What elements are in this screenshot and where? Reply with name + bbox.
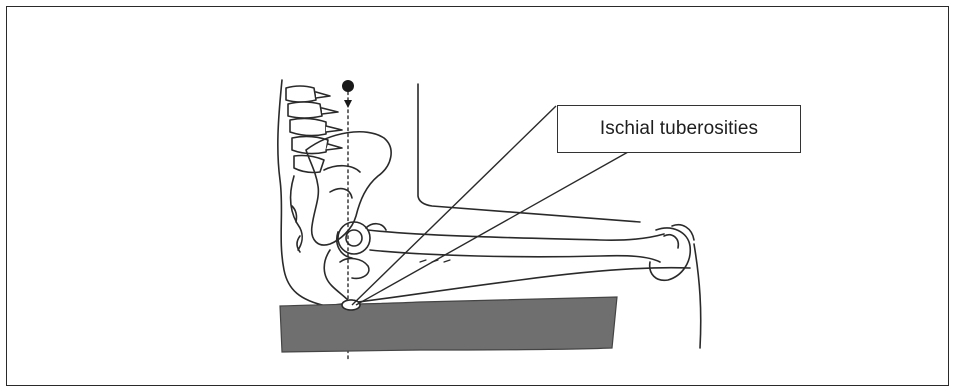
hip-joint bbox=[337, 222, 370, 258]
callout-box: Ischial tuberosities bbox=[557, 105, 801, 153]
lower-leg-outline bbox=[694, 244, 701, 348]
seat-cushion bbox=[280, 297, 617, 352]
callout-label: Ischial tuberosities bbox=[600, 118, 758, 140]
knee bbox=[650, 225, 694, 281]
spine bbox=[286, 86, 342, 173]
femur bbox=[368, 230, 664, 240]
